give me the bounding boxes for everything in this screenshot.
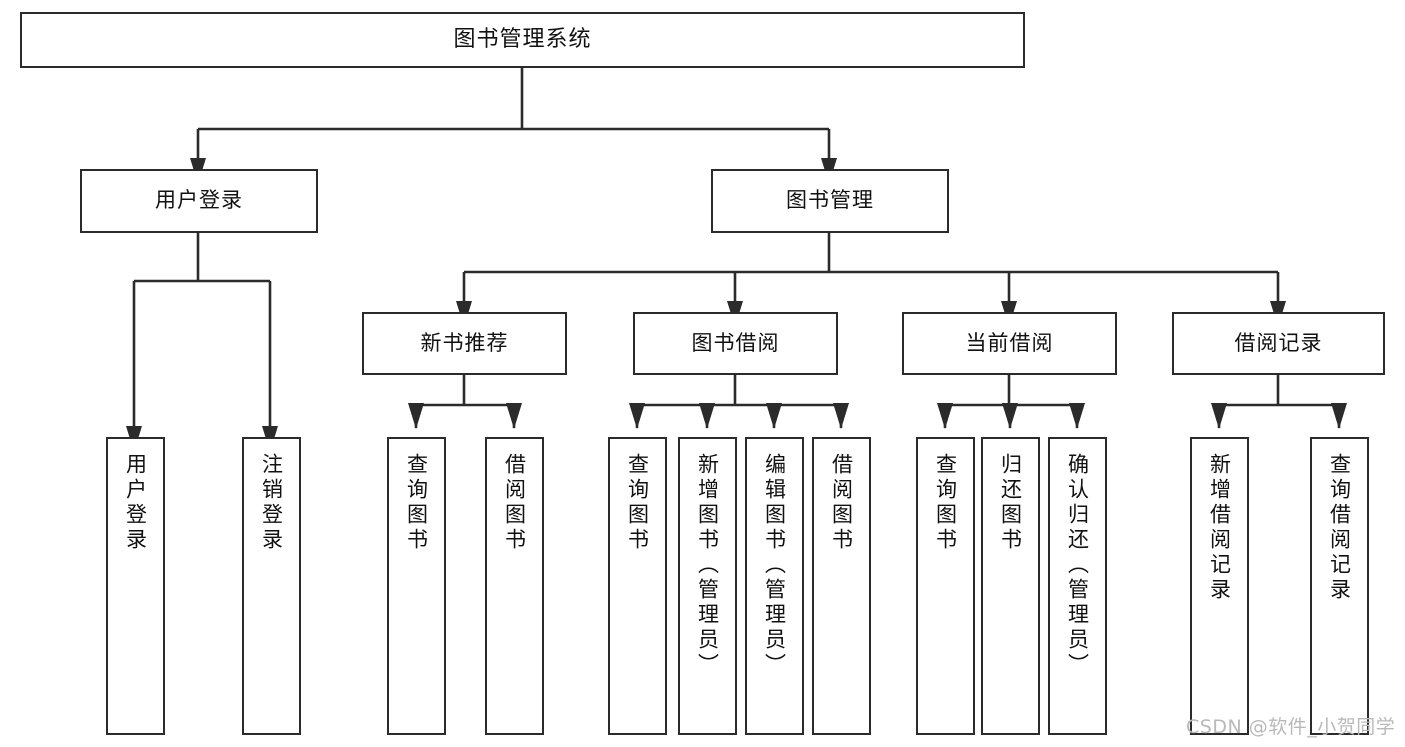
node-leaf-edit-book-label: 编辑图书（管理员）	[762, 453, 787, 678]
node-book-manage-label: 图书管理	[786, 188, 874, 213]
node-borrow-record-label: 借阅记录	[1234, 330, 1323, 355]
node-user-login-label: 用户登录	[155, 188, 243, 213]
node-new-book-rec[interactable]: 新书推荐	[362, 312, 567, 375]
node-leaf-query-book-3[interactable]: 查询图书	[916, 437, 975, 735]
node-leaf-add-record-label: 新增借阅记录	[1207, 453, 1232, 603]
node-book-borrow[interactable]: 图书借阅	[633, 312, 838, 375]
node-leaf-query-record[interactable]: 查询借阅记录	[1310, 437, 1369, 735]
node-leaf-query-book-2[interactable]: 查询图书	[608, 437, 667, 735]
node-new-book-rec-label: 新书推荐	[420, 330, 509, 355]
node-leaf-return-book[interactable]: 归还图书	[981, 437, 1040, 735]
node-leaf-borrow-book-1-label: 借阅图书	[502, 453, 527, 553]
node-leaf-query-book-2-label: 查询图书	[625, 453, 650, 553]
node-leaf-logout-login-label: 注销登录	[259, 453, 284, 553]
node-leaf-add-book-label: 新增图书（管理员）	[695, 453, 720, 678]
node-book-manage[interactable]: 图书管理	[711, 169, 949, 233]
node-leaf-query-record-label: 查询借阅记录	[1327, 453, 1352, 603]
node-leaf-user-login[interactable]: 用户登录	[106, 437, 165, 735]
node-user-login[interactable]: 用户登录	[80, 169, 318, 233]
node-leaf-user-login-label: 用户登录	[123, 453, 148, 553]
node-root-label: 图书管理系统	[453, 26, 592, 52]
node-leaf-add-book[interactable]: 新增图书（管理员）	[678, 437, 737, 735]
node-leaf-edit-book[interactable]: 编辑图书（管理员）	[745, 437, 804, 735]
node-leaf-borrow-book-2-label: 借阅图书	[829, 453, 854, 553]
node-leaf-confirm-return-label: 确认归还（管理员）	[1065, 453, 1090, 678]
node-borrow-record[interactable]: 借阅记录	[1172, 312, 1385, 375]
node-current-borrow-label: 当前借阅	[965, 330, 1054, 355]
node-leaf-borrow-book-2[interactable]: 借阅图书	[812, 437, 871, 735]
node-leaf-query-book-1[interactable]: 查询图书	[387, 437, 446, 735]
node-root[interactable]: 图书管理系统	[20, 12, 1025, 68]
node-leaf-logout-login[interactable]: 注销登录	[242, 437, 301, 735]
node-book-borrow-label: 图书借阅	[691, 330, 780, 355]
node-leaf-query-book-3-label: 查询图书	[933, 453, 958, 553]
node-leaf-return-book-label: 归还图书	[998, 453, 1023, 553]
node-current-borrow[interactable]: 当前借阅	[902, 312, 1117, 375]
node-leaf-query-book-1-label: 查询图书	[404, 453, 429, 553]
watermark-text: CSDN @软件_小贺同学	[1186, 716, 1396, 738]
node-leaf-add-record[interactable]: 新增借阅记录	[1190, 437, 1249, 735]
node-leaf-borrow-book-1[interactable]: 借阅图书	[485, 437, 544, 735]
node-leaf-confirm-return[interactable]: 确认归还（管理员）	[1048, 437, 1107, 735]
